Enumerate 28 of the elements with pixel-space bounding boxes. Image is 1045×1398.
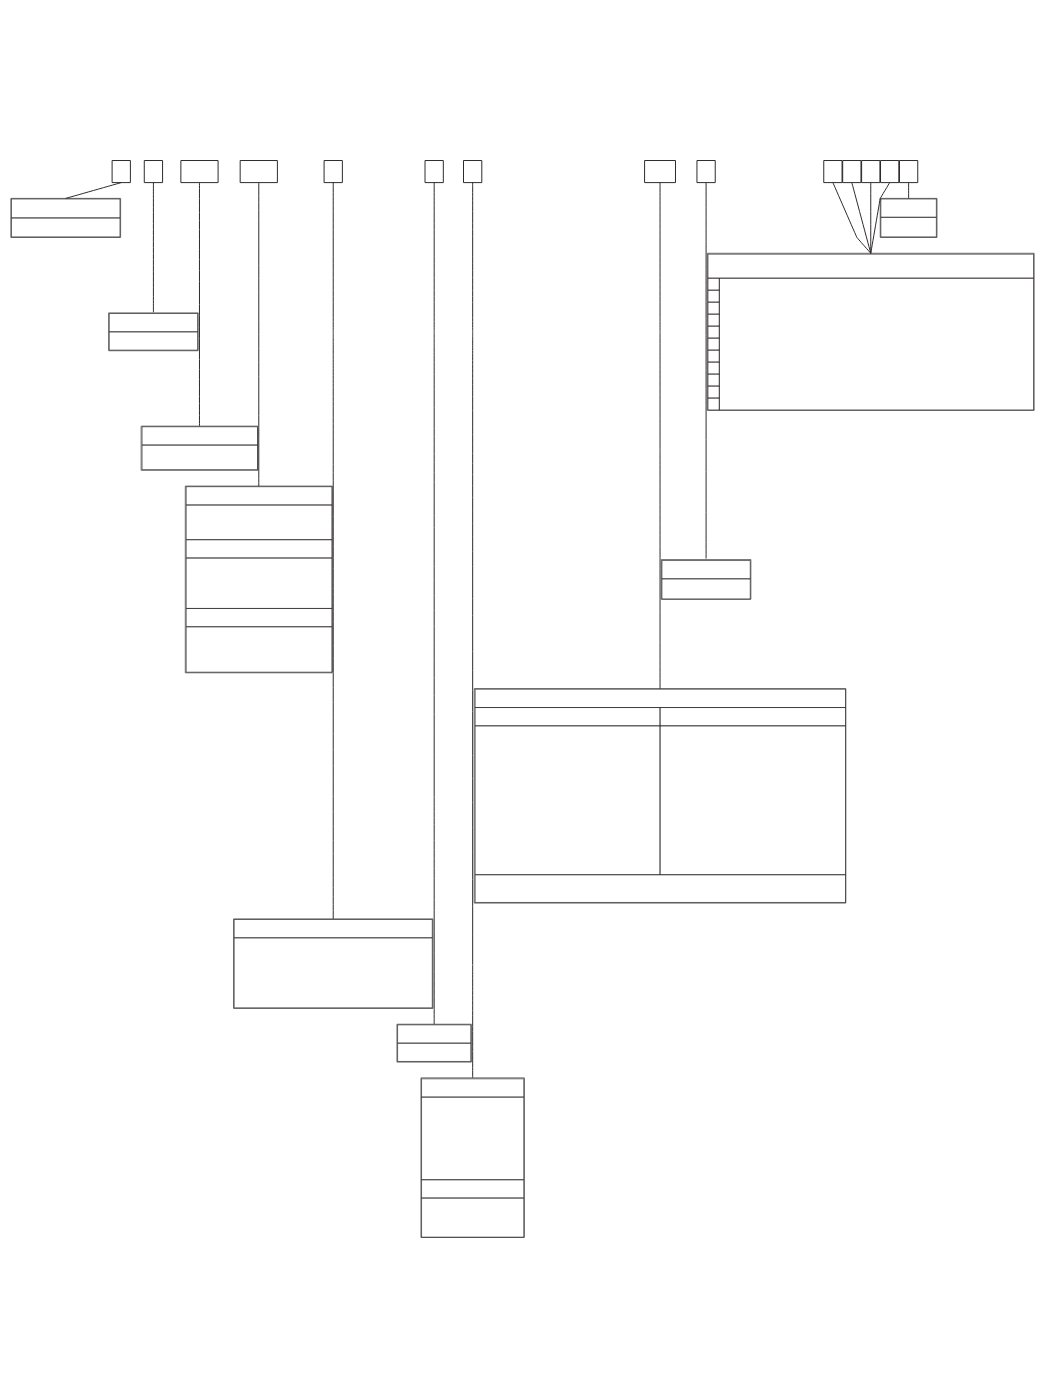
connector (659, 182, 661, 690)
connector (832, 182, 872, 254)
connector (705, 182, 707, 560)
node-box (696, 160, 716, 184)
connector (870, 182, 872, 254)
connector (870, 182, 891, 254)
node-box (323, 160, 343, 184)
node-box (899, 160, 919, 184)
connector (65, 182, 122, 199)
connector (851, 182, 872, 254)
connector (152, 182, 154, 313)
connector (472, 182, 474, 1079)
node-box (861, 160, 881, 184)
node-box (842, 160, 862, 184)
node-box (424, 160, 444, 184)
node-box (111, 160, 131, 184)
node-box (823, 160, 843, 184)
node-box (880, 160, 900, 184)
connector (908, 182, 910, 199)
node-box (180, 160, 219, 184)
node-box (463, 160, 483, 184)
connector (433, 182, 435, 1025)
connector (332, 182, 334, 920)
node-box (239, 160, 278, 184)
node-box (143, 160, 164, 184)
connector (258, 182, 260, 487)
node-box (644, 160, 676, 184)
connector (199, 182, 200, 427)
